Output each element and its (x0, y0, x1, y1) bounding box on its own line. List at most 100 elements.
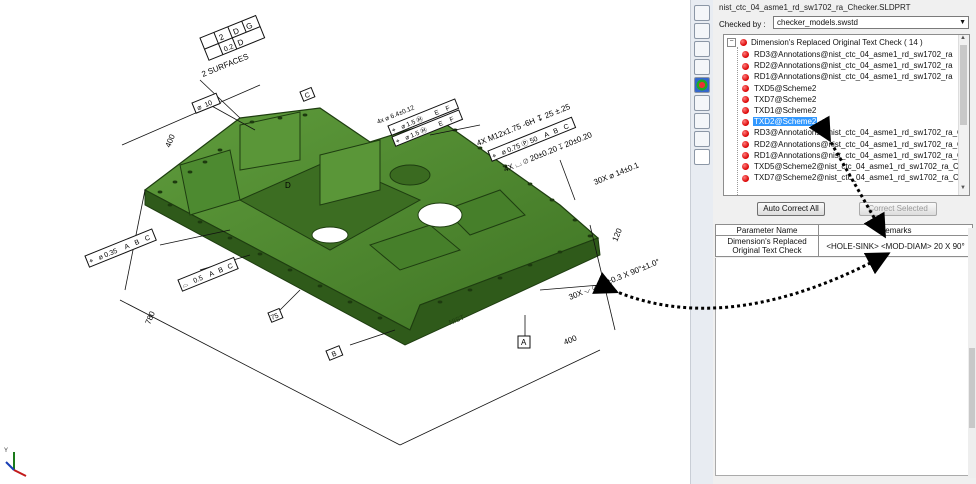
correct-selected-button[interactable]: Correct Selected (859, 202, 937, 216)
mounting-hole (497, 276, 503, 280)
error-icon (742, 51, 749, 59)
mounting-hole (187, 170, 193, 174)
datum-b: B (325, 345, 344, 361)
fcf-top: 2 D G 0.2 D (199, 14, 266, 61)
tree-item[interactable]: TXD7@Scheme2 (742, 94, 817, 105)
block-left (179, 149, 241, 216)
tree-item[interactable]: RD3@Annotations@nist_ctc_04_asme1_rd_sw1… (742, 49, 954, 60)
error-icon (742, 62, 749, 70)
dim-120: 120 (611, 226, 625, 242)
design-checker-panel: nist_ctc_04_asme1_rd_sw1702_ra_Checker.S… (713, 0, 976, 484)
tree-item[interactable]: RD1@Annotations@nist_ctc_04_asme1_rd_sw1… (742, 71, 954, 82)
tree-item[interactable]: TXD7@Scheme2@nist_ctc_04_asme1_rd_sw1702… (742, 172, 964, 183)
table-empty-area (715, 258, 973, 476)
mounting-hole (502, 164, 508, 168)
plate-side-face (144, 189, 601, 346)
forum-icon[interactable] (694, 131, 710, 147)
tree-item-label: RD2@Annotations@nist_ctc_04_asme1_rd_sw1… (754, 61, 953, 71)
explorer-icon[interactable] (694, 113, 710, 129)
mounting-hole (257, 252, 263, 256)
dim-400-bottom: 400 (562, 333, 578, 347)
note-30x-top: 30X ⌀ 14±0.1 (592, 160, 640, 186)
tree-root-label: Dimension's Replaced Original Text Check… (751, 38, 923, 47)
collapse-icon[interactable]: − (727, 38, 736, 48)
error-icon (742, 118, 749, 126)
svg-text:Y: Y (4, 448, 8, 454)
checked-by-label: Checked by : (719, 20, 766, 29)
tree-item-label: TXD1@Scheme2 (754, 106, 817, 115)
resources-icon[interactable] (694, 23, 710, 39)
checked-by-select[interactable]: checker_models.swstd ▼ (773, 16, 969, 29)
design-checker-icon[interactable] (694, 149, 710, 165)
tree-item[interactable]: TXD2@Scheme2 (742, 116, 818, 127)
mounting-hole (527, 263, 533, 267)
part-drawing[interactable]: NIST 2 D G (0, 0, 690, 484)
svg-text:A: A (124, 243, 131, 251)
tree-item-label: RD1@Annotations@nist_ctc_04_asme1_rd_sw1… (754, 72, 953, 82)
tree-item-label: TXD7@Scheme2@nist_ctc_04_asme1_rd_sw1702… (754, 173, 964, 183)
properties-icon[interactable] (694, 95, 710, 111)
error-icon (742, 96, 749, 104)
error-icon (740, 39, 747, 47)
appearance-icon[interactable] (694, 77, 710, 93)
error-icon (742, 140, 749, 148)
tree-item[interactable]: TXD5@Scheme2@nist_ctc_04_asme1_rd_sw1702… (742, 161, 964, 172)
table-row[interactable]: Dimension's Replaced Original Text Check… (715, 235, 973, 257)
svg-text:A: A (521, 338, 527, 347)
mounting-hole (557, 250, 563, 254)
tree-item[interactable]: TXD1@Scheme2 (742, 105, 817, 116)
svg-text:⌖: ⌖ (491, 152, 497, 160)
tree-item[interactable]: RD2@Annotations@nist_ctc_04_asme1_rd_sw1… (742, 139, 968, 150)
chevron-down-icon: ▼ (959, 19, 966, 26)
task-icon-bar (690, 0, 714, 484)
mounting-hole (527, 182, 533, 186)
svg-text:E: E (438, 120, 445, 128)
left-fcf-1: ⌖ ⌀ 0.35 A B C (84, 228, 157, 268)
tree-scrollbar[interactable]: ▲ ▼ (958, 35, 969, 195)
fcf-top-v2: D (232, 26, 241, 37)
tree-item[interactable]: RD2@Annotations@nist_ctc_04_asme1_rd_sw1… (742, 60, 954, 71)
checked-by-value: checker_models.swstd (777, 18, 858, 27)
auto-correct-all-button[interactable]: Auto Correct All (757, 202, 825, 216)
boss-front (368, 224, 462, 271)
tree-item-label: TXD5@Scheme2@nist_ctc_04_asme1_rd_sw1702… (754, 162, 964, 171)
folder-icon[interactable] (694, 41, 710, 57)
tree-item[interactable]: RD1@Annotations@nist_ctc_04_asme1_rd_sw1… (742, 150, 968, 161)
error-icon (742, 129, 749, 137)
tree-item[interactable]: RD3@Annotations@nist_ctc_04_asme1_rd_sw1… (742, 127, 968, 138)
header-parameter-name: Parameter Name (715, 224, 819, 236)
tree-root[interactable]: − Dimension's Replaced Original Text Chec… (727, 38, 923, 48)
panel-scrollbar[interactable] (968, 228, 976, 478)
error-icon (742, 174, 749, 182)
mounting-hole (197, 220, 203, 224)
c-datum-label: C (304, 92, 311, 100)
svg-text:⌀: ⌀ (196, 104, 203, 112)
home-icon[interactable] (694, 5, 710, 21)
c-datum: C (299, 86, 316, 102)
svg-text:B: B (331, 350, 338, 358)
error-icon (742, 152, 749, 160)
error-icon (742, 163, 749, 171)
svg-text:B: B (553, 127, 560, 135)
mounting-hole (227, 236, 233, 240)
slot-hole (311, 226, 349, 244)
details-table: Parameter Name Remarks Dimension's Repla… (715, 224, 973, 257)
library-icon[interactable] (694, 59, 710, 75)
rib-left (239, 111, 301, 171)
param-cell: Dimension's Replaced Original Text Check (715, 235, 819, 257)
mounting-hole (437, 300, 443, 304)
svg-text:⌖: ⌖ (391, 127, 397, 135)
mounting-hole (249, 120, 255, 124)
svg-text:F: F (449, 116, 455, 124)
svg-text:C: C (563, 123, 570, 131)
dia10-box: ⌀ 10 (191, 92, 221, 114)
svg-text:B: B (134, 239, 141, 247)
mounting-hole (377, 316, 383, 320)
mounting-hole (549, 198, 555, 202)
cad-viewport[interactable]: NIST 2 D G (0, 0, 690, 484)
svg-text:⌓: ⌓ (181, 281, 189, 290)
tree-item[interactable]: TXD5@Scheme2 (742, 83, 817, 94)
mounting-hole (317, 284, 323, 288)
large-hole (417, 202, 463, 228)
failed-checks-tree[interactable]: − Dimension's Replaced Original Text Chec… (723, 34, 970, 196)
